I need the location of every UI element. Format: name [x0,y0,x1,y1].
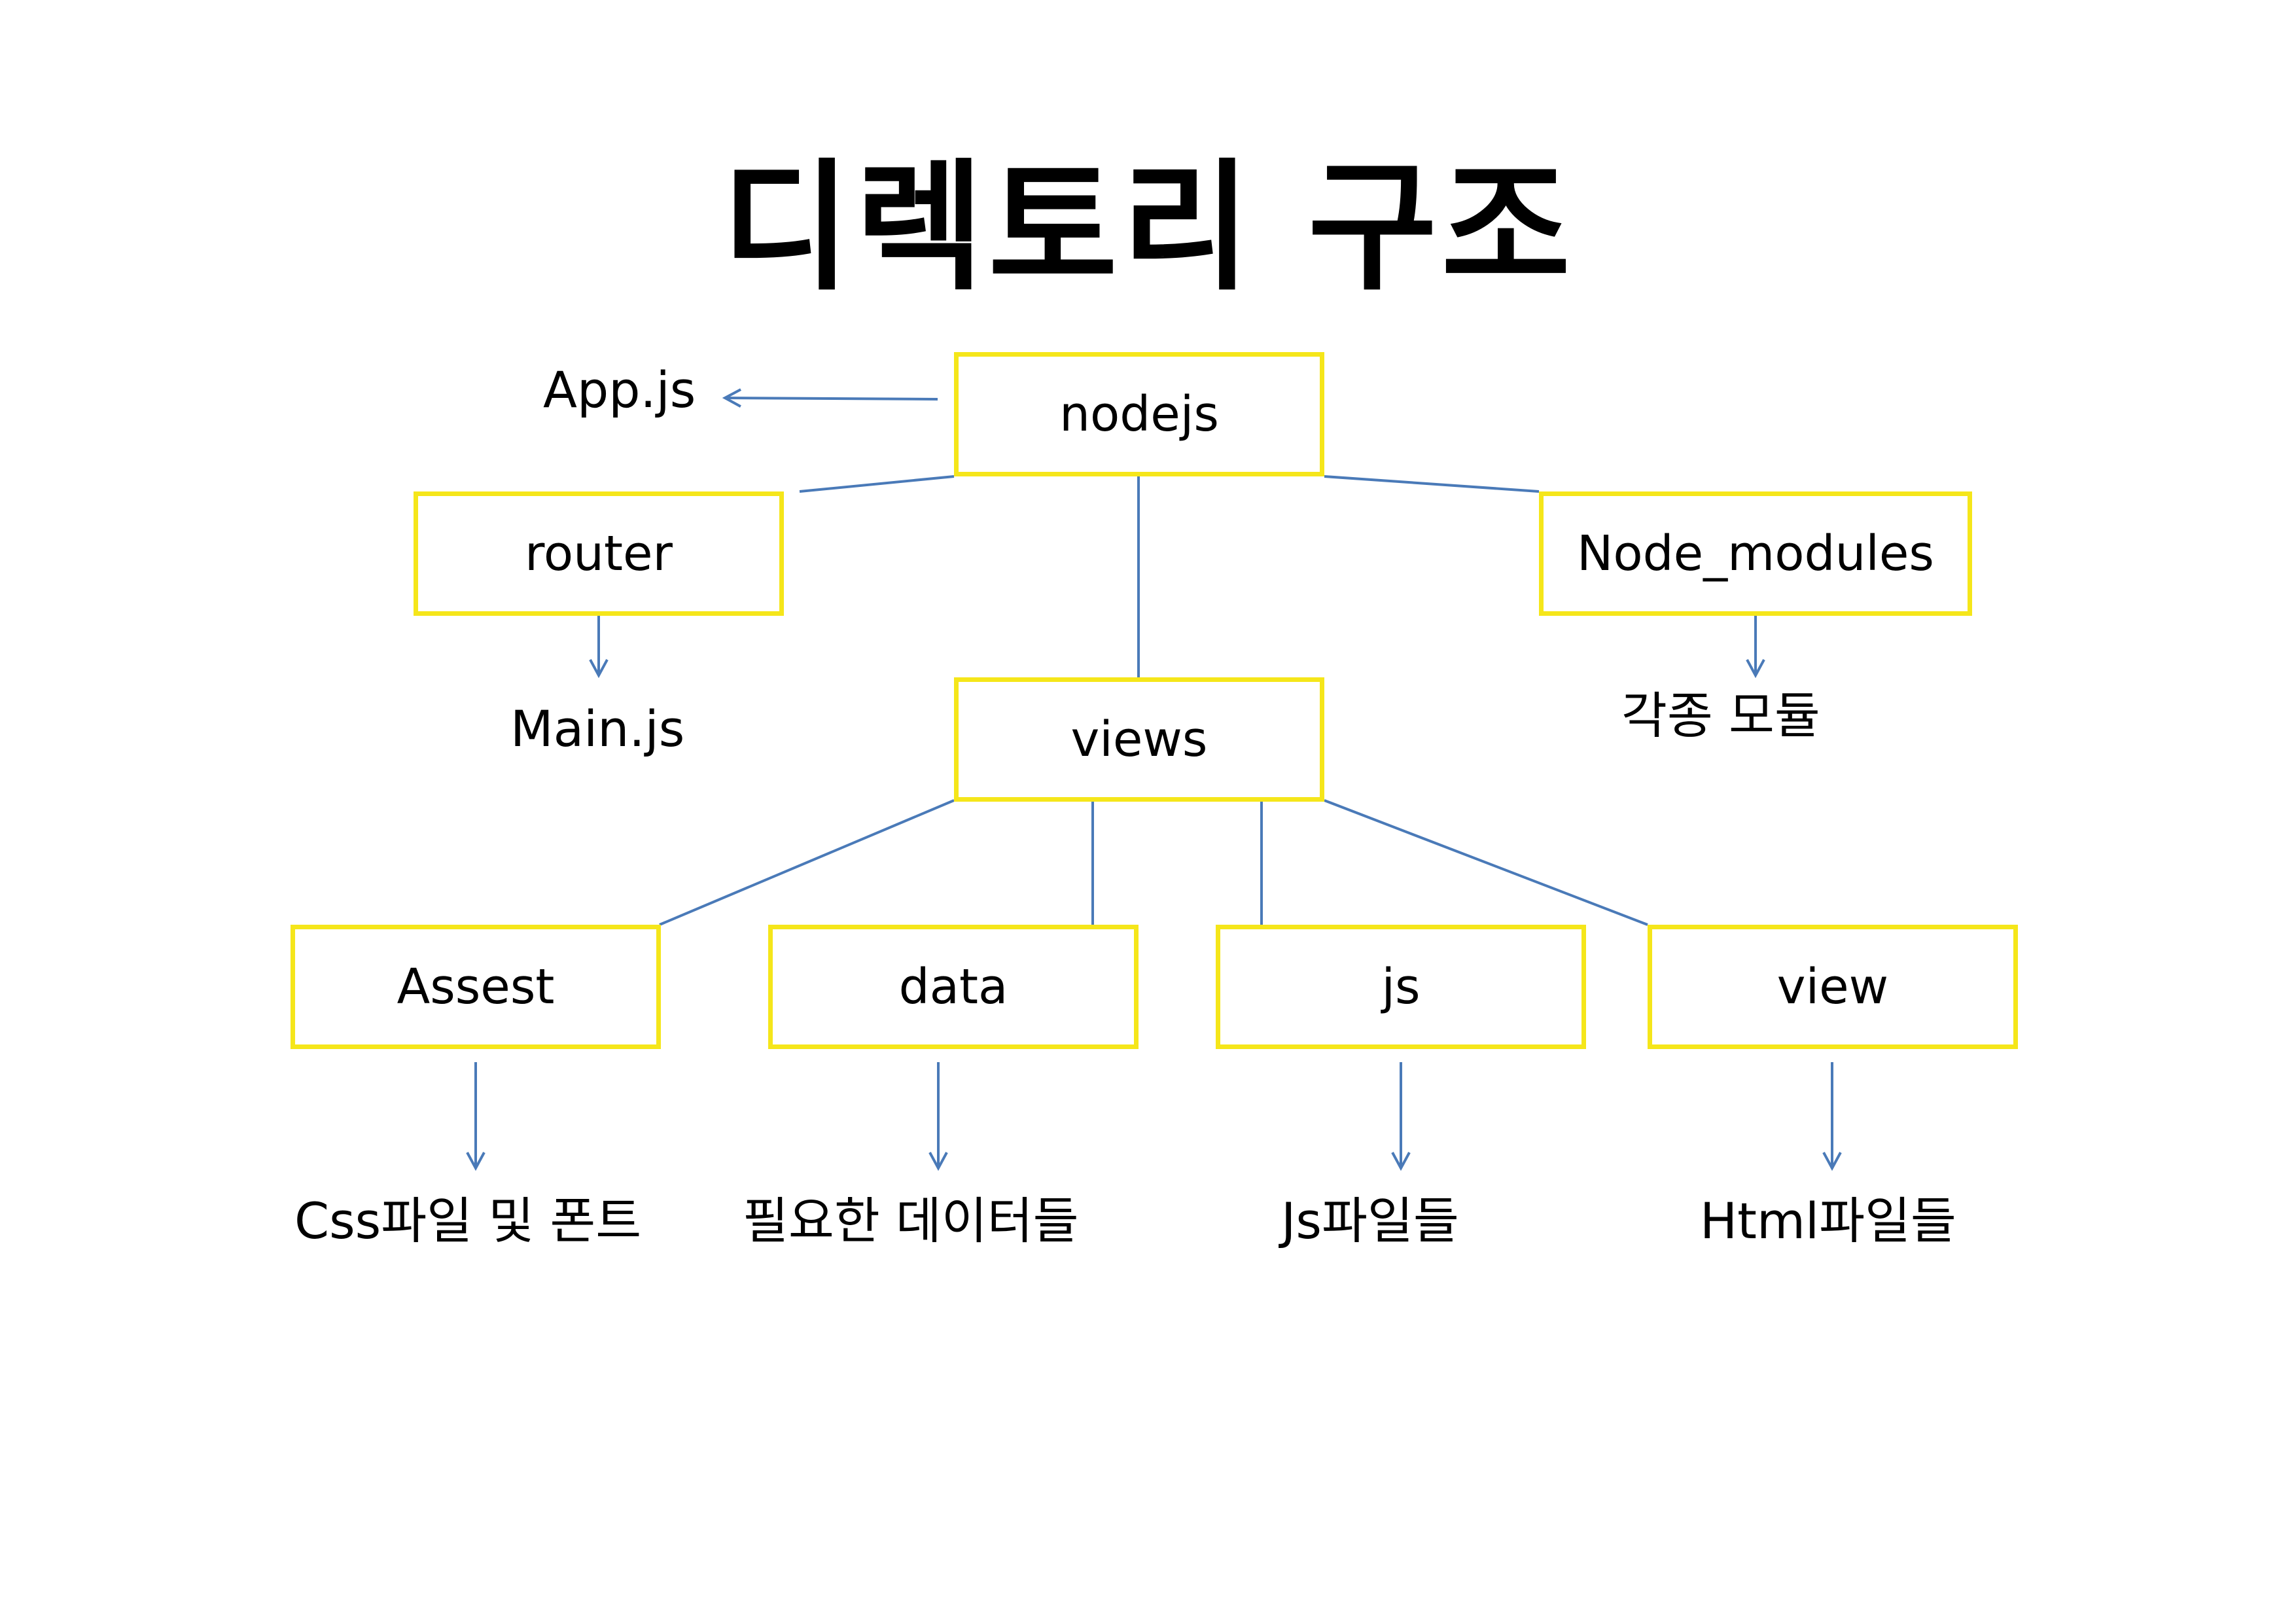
edge-nodejs-node-modules [1324,475,1540,493]
node-view: view [1648,925,2018,1049]
edge-nodejs-router [799,475,955,493]
node-nodejs: nodejs [954,352,1324,476]
annotation-css-files: Css파일 및 폰트 [294,1192,642,1250]
node-data: data [768,925,1139,1049]
edge-views-assest [659,799,955,926]
node-assest: Assest [291,925,661,1049]
annotation-js-files: Js파일들 [1281,1192,1459,1250]
annotation-data-files: 필요한 데이터들 [743,1192,1079,1250]
arrow-nodejs-appjs [725,398,938,399]
node-js: js [1216,925,1586,1049]
annotation-modules: 각종 모듈 [1621,687,1820,745]
page-title: 디렉토리 구조 [721,145,1575,310]
node-node-modules: Node_modules [1539,491,1972,616]
annotation-html-files: Html파일들 [1700,1192,1956,1250]
edge-views-view [1324,799,1648,926]
annotation-mainjs: Main.js [510,700,685,758]
node-router: router [414,491,784,616]
annotation-appjs: App.js [543,361,696,419]
node-views: views [954,677,1324,802]
